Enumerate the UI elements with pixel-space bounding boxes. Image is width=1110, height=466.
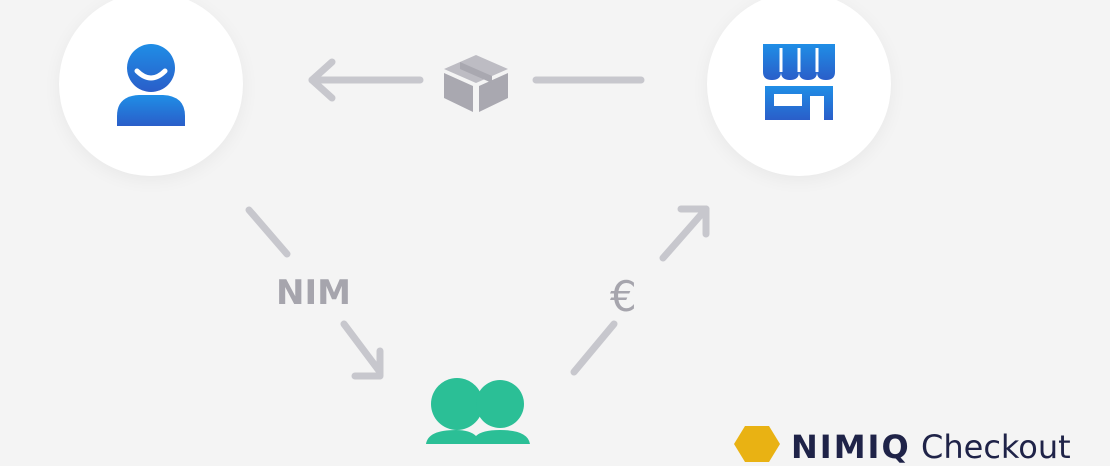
- package-icon: [444, 55, 508, 112]
- person-icon: [117, 44, 185, 126]
- storefront-icon: [763, 44, 835, 120]
- payment-flow-diagram: NIM € NIMIQ Checkout: [59, 0, 1071, 466]
- hexagon-logo-icon: [734, 426, 780, 462]
- brand-name: NIMIQ: [791, 428, 911, 466]
- nim-arrow-head: [351, 347, 384, 380]
- brand-lockup: NIMIQ Checkout: [733, 424, 1071, 466]
- crypto-flow-label: NIM: [276, 273, 351, 313]
- brand-product: Checkout: [921, 428, 1071, 466]
- goods-arrow-head: [308, 58, 336, 102]
- fiat-flow-label: €: [610, 272, 637, 321]
- merchant-node: [707, 0, 891, 176]
- eur-arrow-head: [677, 205, 710, 238]
- nim-arrow-shaft-bottom: [340, 320, 384, 376]
- eur-arrow-shaft-top: [659, 205, 710, 262]
- eur-arrow-shaft-bottom: [570, 320, 618, 376]
- flow-arrows: [245, 55, 710, 444]
- customer-node: [59, 0, 243, 176]
- nim-arrow-shaft-top: [245, 206, 291, 258]
- group-icon: [426, 378, 530, 444]
